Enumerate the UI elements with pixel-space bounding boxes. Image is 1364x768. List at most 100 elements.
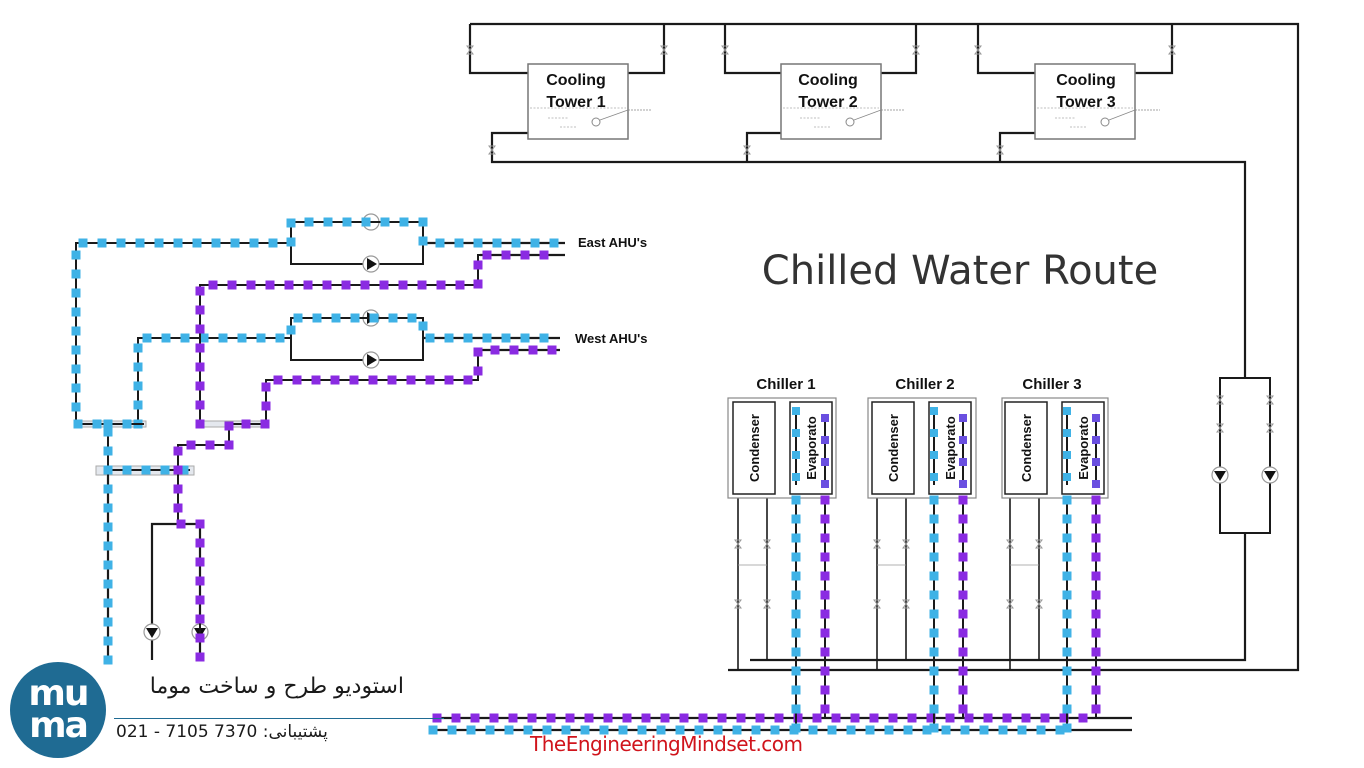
chiller-3-return-riser-marker xyxy=(1091,647,1101,657)
return-east-route-marker xyxy=(341,280,351,290)
return-bottom-main-marker xyxy=(964,713,974,723)
supply-east-route-marker xyxy=(230,238,240,248)
supply-lower-header-marker xyxy=(141,465,151,475)
return-west-route-marker xyxy=(406,375,416,385)
valve-icon xyxy=(902,599,910,609)
chiller-3-supply-riser-marker xyxy=(1062,666,1072,676)
supply-bottom-main-marker xyxy=(865,725,875,735)
return-bottom-main-marker xyxy=(907,713,917,723)
supply-bottom-main-marker xyxy=(466,725,476,735)
supply-west-route-marker xyxy=(520,333,530,343)
supply-header-link xyxy=(103,419,144,429)
chiller-1-evap-supply xyxy=(792,407,800,485)
supply-east-route-marker xyxy=(71,326,81,336)
cooling-tower-3: Cooling Tower 3 xyxy=(1034,63,1160,140)
return-bottom-main-marker xyxy=(1078,713,1088,723)
supply-west-route-marker xyxy=(539,333,549,343)
supply-east-route-marker xyxy=(511,238,521,248)
chiller-1-evap-supply-marker xyxy=(792,407,800,415)
chiller-2-return-riser-marker xyxy=(958,685,968,695)
supply-bottom-main-marker xyxy=(428,725,438,735)
return-pump-link-marker xyxy=(195,595,205,605)
supply-bottom-main-marker xyxy=(903,725,913,735)
return-pump-link-marker xyxy=(195,519,205,529)
supply-riser-marker xyxy=(103,636,113,646)
chiller-1-evap-supply-marker xyxy=(792,473,800,481)
return-east-route-marker xyxy=(473,260,483,270)
chiller-1-supply-riser-marker xyxy=(791,628,801,638)
chiller-2: Chiller 2 Condenser Evaporato xyxy=(867,376,977,499)
chiller-3-supply-riser-marker xyxy=(1062,552,1072,562)
supply-bottom-main-marker xyxy=(770,725,780,735)
chiller-3-evap-return-marker xyxy=(1092,480,1100,488)
chiller-2-evaporator-label: Evaporato xyxy=(943,416,958,480)
return-west-route-marker xyxy=(473,366,483,376)
supply-bottom-main-marker xyxy=(675,725,685,735)
chiller-2-supply-riser-marker xyxy=(929,685,939,695)
return-bottom-main-marker xyxy=(546,713,556,723)
return-bottom-main-marker xyxy=(698,713,708,723)
chiller-3-supply-riser-marker xyxy=(1062,628,1072,638)
supply-bottom-main-marker xyxy=(485,725,495,735)
return-west-route-marker xyxy=(368,375,378,385)
supply-riser-marker xyxy=(103,655,113,665)
supply-west-route-marker xyxy=(199,333,209,343)
supply-header-link-marker xyxy=(103,419,113,429)
chiller-1-evap-return-marker xyxy=(821,458,829,466)
cooling-tower-1: Cooling Tower 1 xyxy=(527,63,652,140)
valve-icon xyxy=(763,599,771,609)
chiller-3-evap-return-marker xyxy=(1092,436,1100,444)
chiller-3-supply-riser-marker xyxy=(1062,685,1072,695)
chiller-2-supply-riser-marker xyxy=(929,609,939,619)
cooling-tower-1-label-line2: Tower 1 xyxy=(546,94,605,111)
supply-east-route-marker xyxy=(97,238,107,248)
chiller-3-evap-supply-marker xyxy=(1063,407,1071,415)
chilled-water-routes xyxy=(71,217,1101,735)
return-east-route-marker xyxy=(195,419,205,429)
supply-bottom-main-marker xyxy=(694,725,704,735)
west-pump-lower xyxy=(362,351,380,369)
chiller-1-return-riser-marker xyxy=(820,571,830,581)
supply-west-route-marker xyxy=(418,321,428,331)
return-west-route-marker xyxy=(463,375,473,385)
chiller-3-evap-supply-marker xyxy=(1063,451,1071,459)
valve-icon xyxy=(996,145,1004,155)
chiller-1: Chiller 1 Condenser Evaporato xyxy=(727,376,837,499)
return-east-route-marker xyxy=(303,280,313,290)
return-west-route-marker xyxy=(241,419,251,429)
chiller-3-return-riser-marker xyxy=(1091,514,1101,524)
return-east-route-marker xyxy=(246,280,256,290)
valve-icon xyxy=(1035,539,1043,549)
chiller-3-return-riser-marker xyxy=(1091,533,1101,543)
chiller-1-evap-return-marker xyxy=(821,414,829,422)
valve-icon xyxy=(1006,539,1014,549)
muma-logo: mu ma xyxy=(10,662,106,758)
chiller-2-return-riser-marker xyxy=(958,571,968,581)
chiller-3-return-riser-marker xyxy=(1091,685,1101,695)
chiller-1-return-riser-marker xyxy=(820,590,830,600)
return-west-route-marker xyxy=(547,345,557,355)
supply-east-route xyxy=(71,217,560,475)
supply-west-route xyxy=(133,313,556,429)
supply-riser-marker xyxy=(103,465,113,475)
condenser-pump-left xyxy=(1211,466,1229,484)
chiller-2-evap-return-marker xyxy=(959,436,967,444)
supply-west-route-marker xyxy=(237,333,247,343)
return-east-route-marker xyxy=(322,280,332,290)
supply-east-route-marker xyxy=(92,419,102,429)
chiller-1-return-riser-marker xyxy=(820,666,830,676)
chiller-3-return-riser-marker xyxy=(1091,666,1101,676)
return-east-route-marker xyxy=(208,280,218,290)
chiller-1-evap-return xyxy=(821,414,829,488)
return-west-route-marker xyxy=(509,345,519,355)
supply-bottom-main-marker xyxy=(960,725,970,735)
supply-east-route-marker xyxy=(71,402,81,412)
supply-bottom-main-marker xyxy=(922,725,932,735)
chiller-3-evap-supply-marker xyxy=(1063,473,1071,481)
return-west-route-marker xyxy=(260,419,270,429)
return-pump-link-marker xyxy=(205,440,215,450)
chiller-1-return-riser-marker xyxy=(820,628,830,638)
return-bottom-main-marker xyxy=(774,713,784,723)
return-east-route-marker xyxy=(195,305,205,315)
return-bottom-main-marker xyxy=(565,713,575,723)
